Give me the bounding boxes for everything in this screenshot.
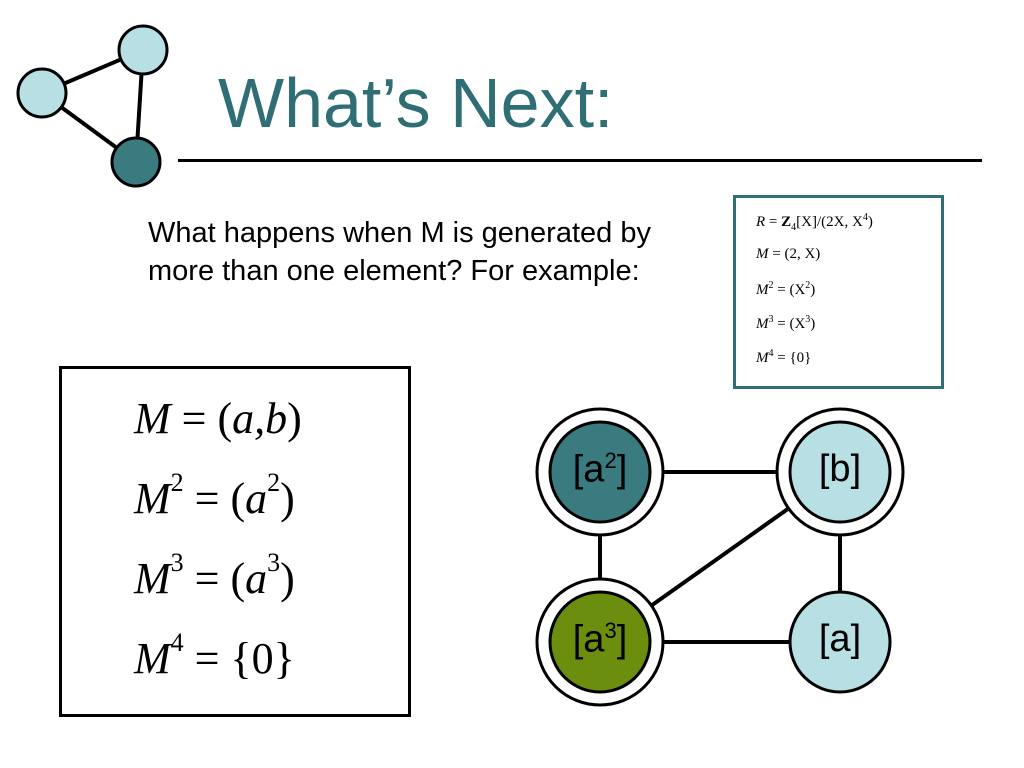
example-ring-equation: R = Z4[X]/(2X, X4): [756, 212, 873, 233]
logo-node-light: [16, 67, 68, 119]
logo-node-light: [117, 24, 169, 76]
node-b-label: [b]: [818, 448, 862, 490]
page-title: What’s Next:: [218, 64, 614, 142]
node-a2-circle: [548, 420, 652, 524]
decorative-graph-logo: [16, 24, 169, 188]
node-a2-label: [a2]: [572, 448, 628, 491]
title-divider: [178, 159, 982, 162]
example-box: R = Z4[X]/(2X, X4) M = (2, X) M2 = (X2) …: [733, 195, 944, 389]
logo-node-dark: [110, 136, 162, 188]
power2-equation: M2 = (a2): [134, 468, 295, 523]
example-ideal-equation: M = (2, X): [756, 246, 821, 262]
node-a-circle: [788, 590, 892, 694]
node-a3-circle: [548, 590, 652, 694]
example-power3-equation: M3 = (X3): [756, 314, 816, 332]
example-power2-equation: M2 = (X2): [756, 280, 816, 298]
powers-box: M = (a,b) M2 = (a2) M3 = (a3) M4 = {0}: [59, 366, 411, 717]
power4-equation: M4 = {0}: [134, 628, 295, 683]
example-power4-equation: M4 = {0}: [756, 348, 812, 366]
intro-text: What happens when M is generated by more…: [148, 217, 651, 287]
node-a3-label: [a3]: [572, 618, 628, 661]
node-a-label: [a]: [818, 618, 862, 660]
power1-equation: M = (a,b): [134, 394, 302, 443]
power3-equation: M3 = (a3): [134, 548, 295, 603]
node-b-circle: [788, 420, 892, 524]
